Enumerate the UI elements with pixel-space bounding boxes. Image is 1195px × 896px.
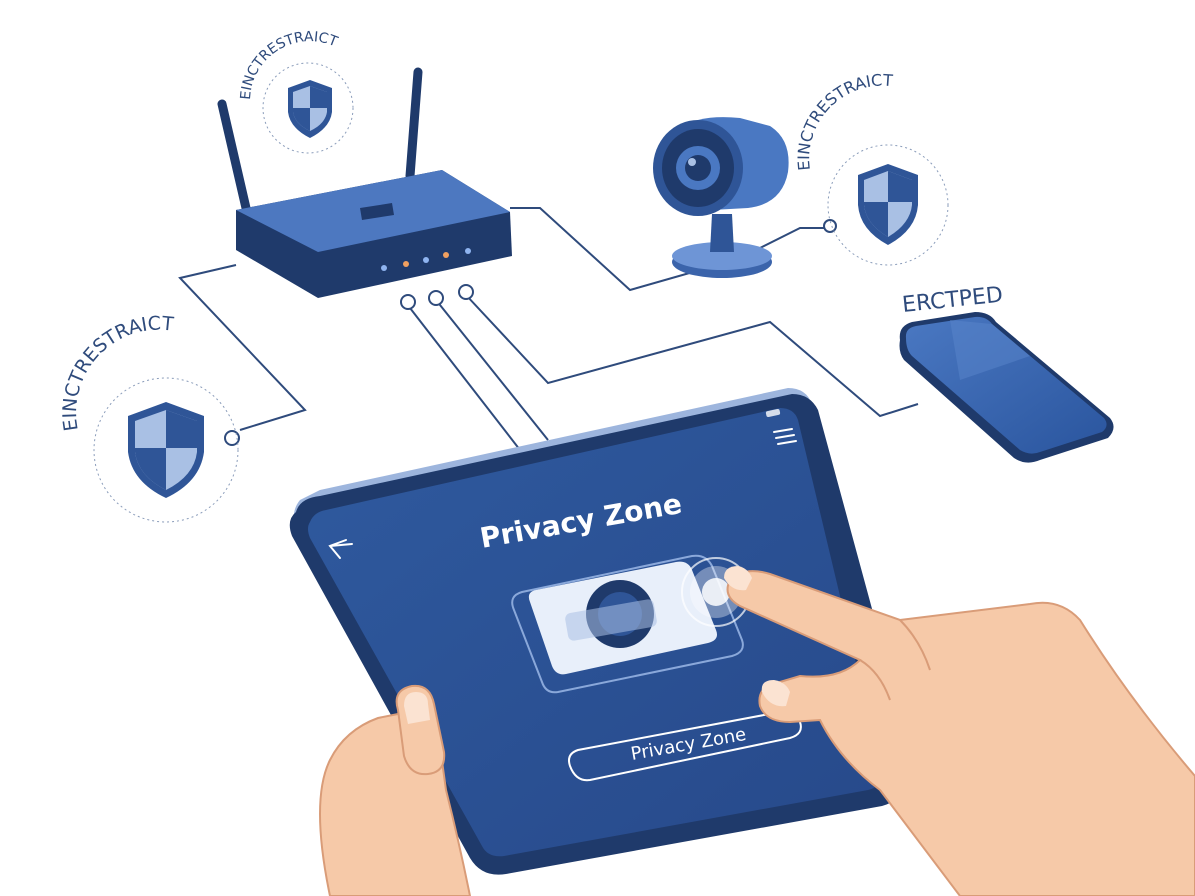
router-to-left-shield-line xyxy=(180,265,305,430)
camera-stand xyxy=(710,214,734,252)
router-led xyxy=(423,257,429,263)
router-antenna-left xyxy=(222,104,246,208)
left-shield-node xyxy=(225,431,239,445)
camera-shield-badge: EINCTRESTRAICT xyxy=(794,70,948,265)
router-port-node-3 xyxy=(459,285,473,299)
router-led xyxy=(403,261,409,267)
router-to-tablet-line-1 xyxy=(410,308,520,450)
phone-label: ERCTPED xyxy=(901,283,1004,318)
left-shield-badge: EINCTRESTRAICT xyxy=(59,312,238,522)
router-shield-badge: EINCTRESTRAICT xyxy=(238,29,353,153)
router-device xyxy=(222,72,512,298)
router-port-node-1 xyxy=(401,295,415,309)
router-led xyxy=(465,248,471,254)
router-led xyxy=(443,252,449,258)
router-to-phone-line xyxy=(466,295,918,416)
router-port-node-2 xyxy=(429,291,443,305)
camera-to-shield-line xyxy=(760,228,825,248)
router-antenna-right xyxy=(410,72,418,176)
router-to-camera-line xyxy=(510,208,700,290)
router-led xyxy=(381,265,387,271)
smartphone-device xyxy=(900,312,1114,463)
camera-shield-label: EINCTRESTRAICT xyxy=(794,70,894,171)
security-camera-device xyxy=(653,117,789,278)
router-to-tablet-line-2 xyxy=(436,300,548,440)
